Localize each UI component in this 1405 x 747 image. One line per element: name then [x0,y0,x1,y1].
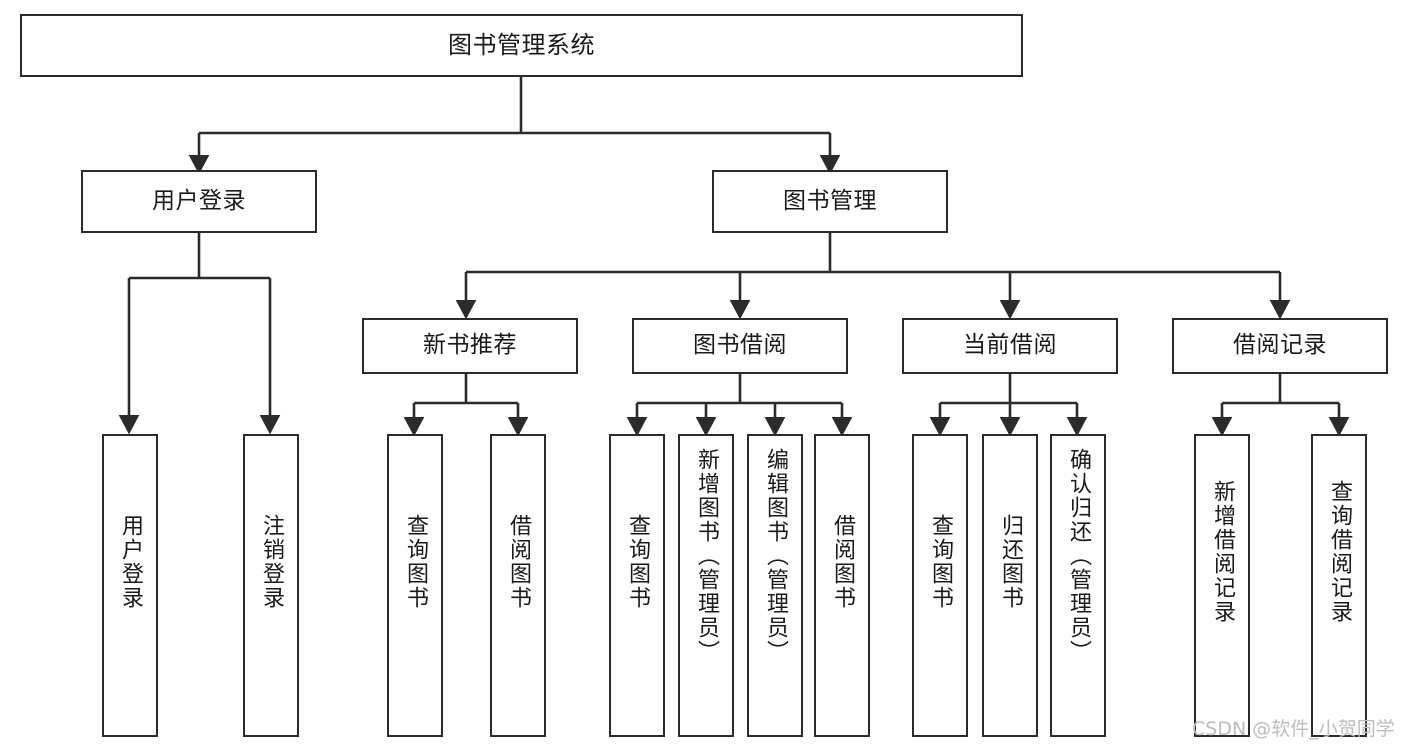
leaf-record-add[interactable]: 新增借阅记录 [1194,434,1250,737]
leaf-user-login-label: 用户登录 [118,514,143,610]
leaf-current-query-book[interactable]: 查询图书 [912,434,968,737]
leaf-current-query-book-label: 查询图书 [928,514,953,610]
node-current-borrow[interactable]: 当前借阅 [902,318,1118,374]
node-book-management[interactable]: 图书管理 [712,170,948,233]
node-book-management-label: 图书管理 [783,187,877,214]
leaf-user-logout[interactable]: 注销登录 [243,434,299,737]
leaf-new-borrow-book[interactable]: 借阅图书 [490,434,546,737]
node-new-book-recommend-label: 新书推荐 [423,332,517,359]
leaf-new-query-book-label: 查询图书 [403,514,428,610]
leaf-borrow-lend-book-label: 借阅图书 [830,514,855,610]
node-root[interactable]: 图书管理系统 [20,14,1023,77]
node-book-borrow-label: 图书借阅 [693,332,787,359]
leaf-new-borrow-book-label: 借阅图书 [506,514,531,610]
leaf-user-login[interactable]: 用户登录 [102,434,158,737]
leaf-current-confirm-return[interactable]: 确认归还（管理员） [1050,434,1106,737]
leaf-borrow-add-book[interactable]: 新增图书（管理员） [678,434,734,737]
leaf-record-query-label: 查询借阅记录 [1327,480,1352,624]
leaf-record-add-label: 新增借阅记录 [1210,480,1235,624]
leaf-borrow-lend-book[interactable]: 借阅图书 [814,434,870,737]
leaf-borrow-add-book-label: 新增图书（管理员） [694,448,719,664]
node-user-login[interactable]: 用户登录 [81,170,317,233]
leaf-borrow-query-book-label: 查询图书 [625,514,650,610]
leaf-current-return-book[interactable]: 归还图书 [982,434,1038,737]
node-user-login-label: 用户登录 [152,187,246,214]
node-new-book-recommend[interactable]: 新书推荐 [362,318,578,374]
node-borrow-records[interactable]: 借阅记录 [1172,318,1388,374]
node-root-label: 图书管理系统 [448,31,595,60]
leaf-borrow-query-book[interactable]: 查询图书 [609,434,665,737]
leaf-current-return-book-label: 归还图书 [998,514,1023,610]
leaf-user-logout-label: 注销登录 [259,514,284,610]
leaf-borrow-edit-book-label: 编辑图书（管理员） [763,448,788,664]
leaf-new-query-book[interactable]: 查询图书 [387,434,443,737]
leaf-borrow-edit-book[interactable]: 编辑图书（管理员） [747,434,803,737]
leaf-record-query[interactable]: 查询借阅记录 [1311,434,1367,737]
leaf-current-confirm-return-label: 确认归还（管理员） [1066,448,1091,664]
node-book-borrow[interactable]: 图书借阅 [632,318,848,374]
node-borrow-records-label: 借阅记录 [1233,332,1327,359]
watermark: CSDN @软件_小贺同学 [1192,718,1395,740]
node-current-borrow-label: 当前借阅 [963,332,1057,359]
